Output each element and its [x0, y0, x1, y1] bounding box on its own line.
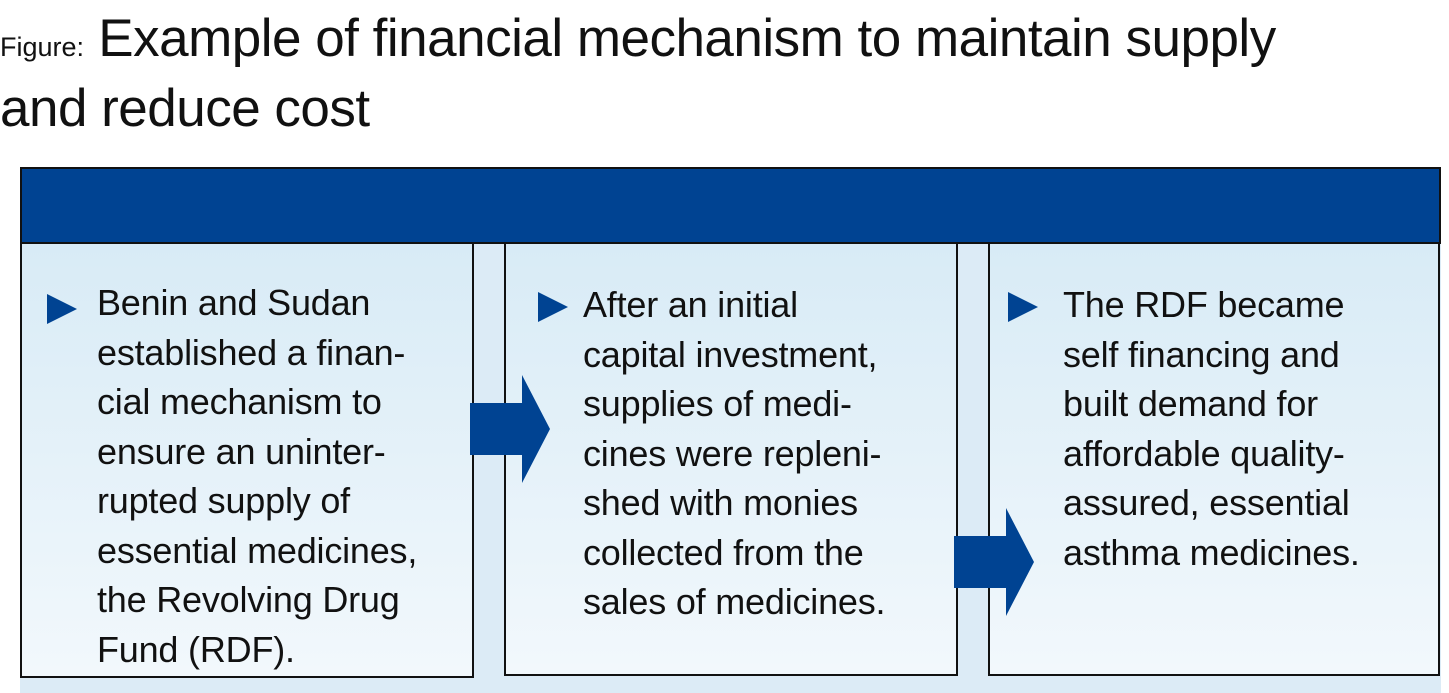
figure-title-line2: and reduce cost — [0, 79, 370, 138]
triangle-right-icon — [538, 292, 568, 322]
figure-title-line1: Example of financial mechanism to mainta… — [98, 9, 1276, 68]
arrow-right-icon — [470, 375, 550, 483]
triangle-right-icon — [1008, 292, 1038, 322]
step-3-text: The RDF became self financing and built … — [1063, 284, 1360, 573]
step-box-3: The RDF became self financing and built … — [988, 242, 1440, 676]
step-1-text: Benin and Sudan established a finan- cia… — [97, 282, 418, 670]
header-bar — [20, 167, 1441, 244]
figure-title: Figure: Example of financial mechanism t… — [0, 8, 1440, 140]
figure-title-prefix: Figure: — [0, 32, 85, 62]
step-2-text: After an initial capital investment, sup… — [583, 284, 886, 622]
triangle-right-icon — [47, 294, 77, 324]
step-box-1: Benin and Sudan established a finan- cia… — [20, 242, 474, 678]
arrow-right-icon — [954, 508, 1034, 616]
step-box-2: After an initial capital investment, sup… — [504, 242, 958, 676]
